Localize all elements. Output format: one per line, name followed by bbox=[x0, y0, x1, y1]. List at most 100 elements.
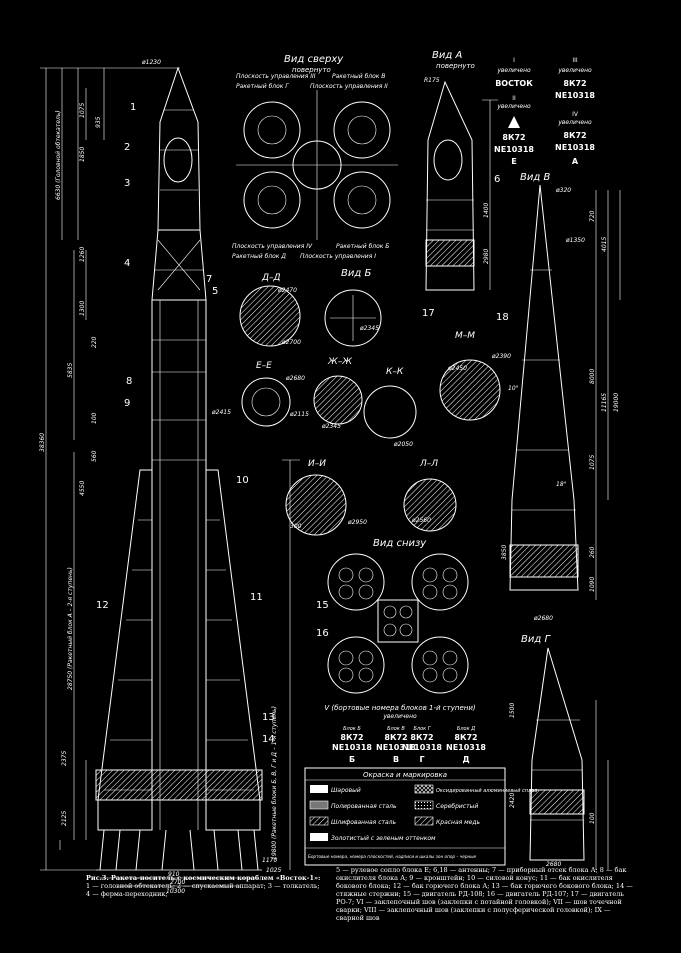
section-labels: Д–Д Е–Е Ж–Ж К–К М–М И–И Л–Л bbox=[256, 273, 475, 469]
part-number-4: 4 bbox=[124, 258, 130, 269]
dim-28750: 28750 (Ракетный блок А – 2-я ступень) bbox=[67, 567, 74, 690]
mark-4-sub: увеличено bbox=[557, 119, 592, 126]
plane-2-label: Плоскость управления II bbox=[310, 83, 388, 90]
part-number-12: 12 bbox=[96, 600, 109, 611]
part-number-7: 7 bbox=[206, 274, 212, 285]
part-number-17: 17 bbox=[422, 308, 435, 319]
dim-r-1400: 1400 bbox=[483, 203, 490, 218]
figure-caption-text-left: 1 — головной обтекатель; 2 — спускаемый … bbox=[86, 882, 320, 898]
block-mark-num: NE10318 bbox=[376, 743, 416, 752]
dim-38360: 38360 bbox=[39, 433, 46, 452]
mark-4-l3: А bbox=[572, 157, 579, 166]
part-number-13: 13 bbox=[262, 712, 275, 723]
view-titles: Вид сверху повернуто Вид А повернуто Вид… bbox=[284, 50, 551, 645]
section-dd: Д–Д bbox=[261, 273, 281, 283]
dim-r-1075: 1075 bbox=[589, 455, 596, 470]
part-number-3: 3 bbox=[124, 178, 130, 189]
block-mark-letter: Б bbox=[349, 755, 355, 764]
left-dimension-lines bbox=[40, 67, 300, 887]
dim-910: 910 bbox=[168, 871, 180, 878]
dim-935: 935 bbox=[95, 116, 102, 128]
view-a-upper-stage bbox=[425, 80, 498, 291]
cross-sections bbox=[239, 285, 501, 536]
top-markings: I увеличено ВОСТОК II увеличено 8К72 NE1… bbox=[494, 57, 595, 166]
dim-r-320: ø320 bbox=[555, 187, 571, 194]
dim-s-2950: ø2950 bbox=[347, 519, 367, 526]
plane-1-label: Плоскость управления I bbox=[300, 253, 376, 260]
dim-6630: 6630 (Головной обтекатель) bbox=[55, 110, 62, 200]
dim-100: 100 bbox=[91, 412, 98, 424]
block-g-label: Ракетный блок Г bbox=[236, 83, 289, 90]
section-dimensions: ø2470 ø2700 ø2345 ø2680 ø2345 ø2450 ø205… bbox=[277, 287, 511, 530]
dim-r-3850: 3850 bbox=[501, 545, 508, 560]
dim-1260: 1260 bbox=[79, 247, 86, 262]
mark-2-head: II bbox=[512, 95, 516, 102]
mark-2-l3: Е bbox=[511, 157, 516, 166]
dim-1025: 1025 bbox=[266, 867, 281, 874]
bottom-view bbox=[327, 553, 469, 694]
legend-note: Бортовые номера, номера плоскостей, надп… bbox=[308, 854, 477, 859]
view-b-title: Вид Б bbox=[341, 268, 371, 279]
bottom-marks-caption: V (бортовые номера блоков 1-й ступени) bbox=[324, 704, 476, 712]
dim-1230: ø1230 bbox=[141, 59, 161, 66]
block-mark-label: Блок Д bbox=[457, 726, 475, 732]
plane-4-label: Плоскость управления IV bbox=[232, 243, 313, 250]
triangle-mark-icon bbox=[508, 116, 520, 128]
block-mark-d: Блок Д 8К72 NE10318 Д bbox=[446, 726, 486, 764]
part-number-8: 8 bbox=[126, 376, 132, 387]
dim-2375: 2375 bbox=[61, 751, 68, 766]
block-mark-code: 8К72 bbox=[454, 733, 477, 742]
view-top-sub: повернуто bbox=[292, 66, 331, 74]
dim-r-1500: 1500 bbox=[509, 703, 516, 718]
dim-r-10deg: 10° bbox=[508, 385, 519, 392]
mark-3-l2: NE10318 bbox=[555, 91, 595, 100]
dim-220: 220 bbox=[91, 336, 98, 348]
plane-labels: Плоскость управления III Ракетный блок В… bbox=[232, 73, 389, 260]
block-mark-num: NE10318 bbox=[446, 743, 486, 752]
block-mark-letter: В bbox=[393, 755, 399, 764]
legend-item: Шаровый bbox=[331, 787, 361, 794]
legend-item: Золотистый с зеленым оттенком bbox=[331, 835, 436, 842]
view-g-title: Вид Г bbox=[521, 634, 551, 645]
part-number-6: 6 bbox=[494, 174, 500, 185]
part-number-2: 2 bbox=[124, 142, 130, 153]
dim-r-18deg: 18° bbox=[556, 481, 567, 488]
dim-s-2700: ø2700 bbox=[281, 339, 301, 346]
section-zhzh: Ж–Ж bbox=[327, 357, 352, 367]
block-mark-num: NE10318 bbox=[402, 743, 442, 752]
legend-item: Оксидированный алюминиевый сплав bbox=[436, 788, 537, 794]
dim-2415: ø2415 bbox=[211, 409, 231, 416]
figure-caption-right: 5 — рулевое сопло блока Е; 6,18 — антенн… bbox=[336, 866, 636, 922]
view-top-title: Вид сверху bbox=[284, 54, 344, 65]
block-mark-letter: Д bbox=[462, 755, 469, 764]
legend-text: Окраска и маркировка Шаровый Оксидирован… bbox=[308, 771, 537, 859]
dim-s-2560: ø2560 bbox=[411, 517, 431, 524]
dim-r-8000: 8000 bbox=[589, 369, 596, 384]
dim-r-720: 720 bbox=[589, 210, 596, 222]
dim-s-2115: ø2115 bbox=[289, 411, 309, 418]
mark-3-sub: увеличено bbox=[557, 67, 592, 74]
mark-4-l1: 8К72 bbox=[563, 131, 586, 140]
dim-r-11165: 11165 bbox=[601, 393, 608, 412]
block-mark-g: Блок Г 8К72 NE10318 Г bbox=[402, 726, 442, 764]
bottom-block-marks: V (бортовые номера блоков 1-й ступени) у… bbox=[324, 704, 486, 764]
dim-1075: 1075 bbox=[79, 103, 86, 118]
bottom-marks-sub: увеличено bbox=[382, 713, 417, 720]
mark-4-head: IV bbox=[572, 111, 579, 118]
dim-19800: 19800 (Ракетные блоки Б, В, Г и Д – 1-я … bbox=[271, 706, 278, 860]
figure-caption-text-right: 5 — рулевое сопло блока Е; 6,18 — антенн… bbox=[336, 866, 633, 922]
block-mark-label: Блок Г bbox=[413, 726, 431, 732]
section-kk: К–К bbox=[386, 367, 404, 377]
view-v-title: Вид В bbox=[520, 172, 550, 183]
left-dimensions: ø1230 1075 935 1850 6630 (Головной обтек… bbox=[39, 59, 281, 895]
dim-r-175: R175 bbox=[424, 77, 440, 84]
mark-4-l2: NE10318 bbox=[555, 143, 595, 152]
dim-s-2050: ø2050 bbox=[393, 441, 413, 448]
dim-1300: 1300 bbox=[79, 301, 86, 316]
section-ii: И–И bbox=[308, 459, 326, 469]
mark-1-sub: увеличено bbox=[496, 67, 531, 74]
dim-r-2680b: 2680 bbox=[546, 861, 561, 868]
right-dimensions: ø320 ø1350 720 4015 8000 11165 19000 107… bbox=[424, 77, 620, 868]
dim-r-4015: 4015 bbox=[601, 237, 608, 252]
